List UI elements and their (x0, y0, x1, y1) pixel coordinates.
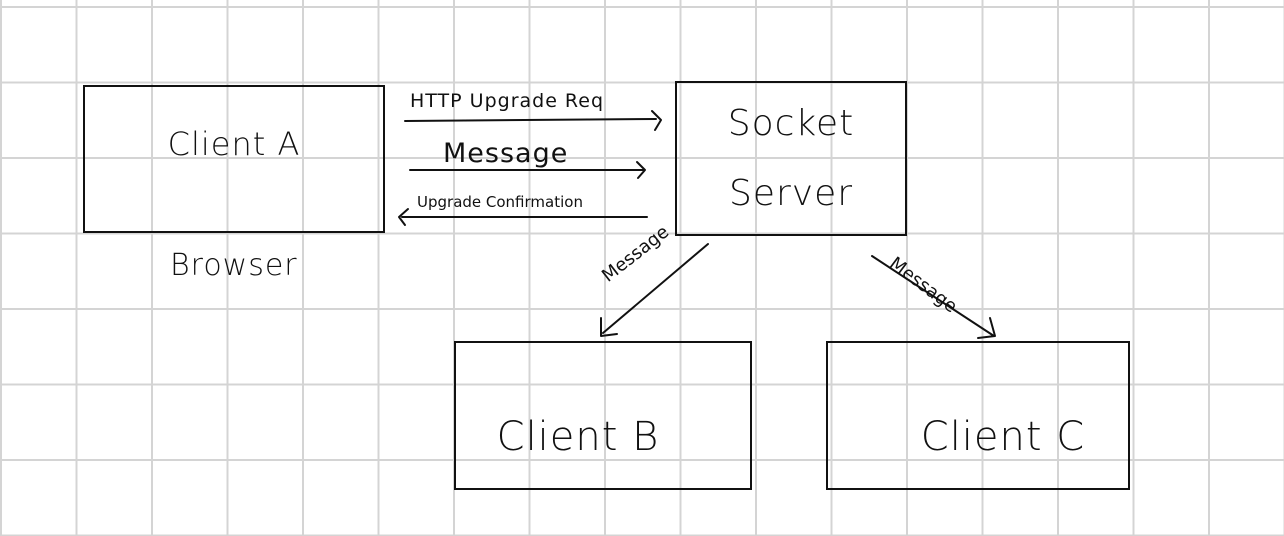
message-a-to-server-label: Message (443, 138, 569, 169)
client-b-label: Client B (496, 413, 660, 460)
upgrade-confirmation-arrowhead-icon (398, 208, 409, 226)
http-upgrade-arrow (404, 118, 657, 122)
client-b-box: Client B (454, 341, 752, 490)
socket-server-box: Socket Server (675, 81, 907, 236)
client-c-label: Client C (920, 413, 1086, 460)
http-upgrade-arrowhead-icon (651, 110, 662, 131)
socket-server-label-line1: Socket (727, 102, 855, 144)
client-c-box: Client C (826, 341, 1130, 490)
upgrade-confirmation-label: Upgrade Confirmation (417, 193, 583, 211)
message-to-b-arrowhead-icon (600, 317, 618, 337)
browser-label: Browser (170, 248, 298, 283)
socket-server-label-line2: Server (728, 172, 854, 214)
message-to-c-arrowhead-icon (977, 317, 996, 339)
client-a-box: Client A (83, 85, 385, 233)
message-to-c-arrow (871, 255, 995, 337)
message-to-b-arrow (602, 243, 709, 334)
message-a-to-server-arrowhead-icon (636, 161, 646, 179)
http-upgrade-label: HTTP Upgrade Req (410, 90, 605, 112)
client-a-label: Client A (167, 125, 301, 163)
